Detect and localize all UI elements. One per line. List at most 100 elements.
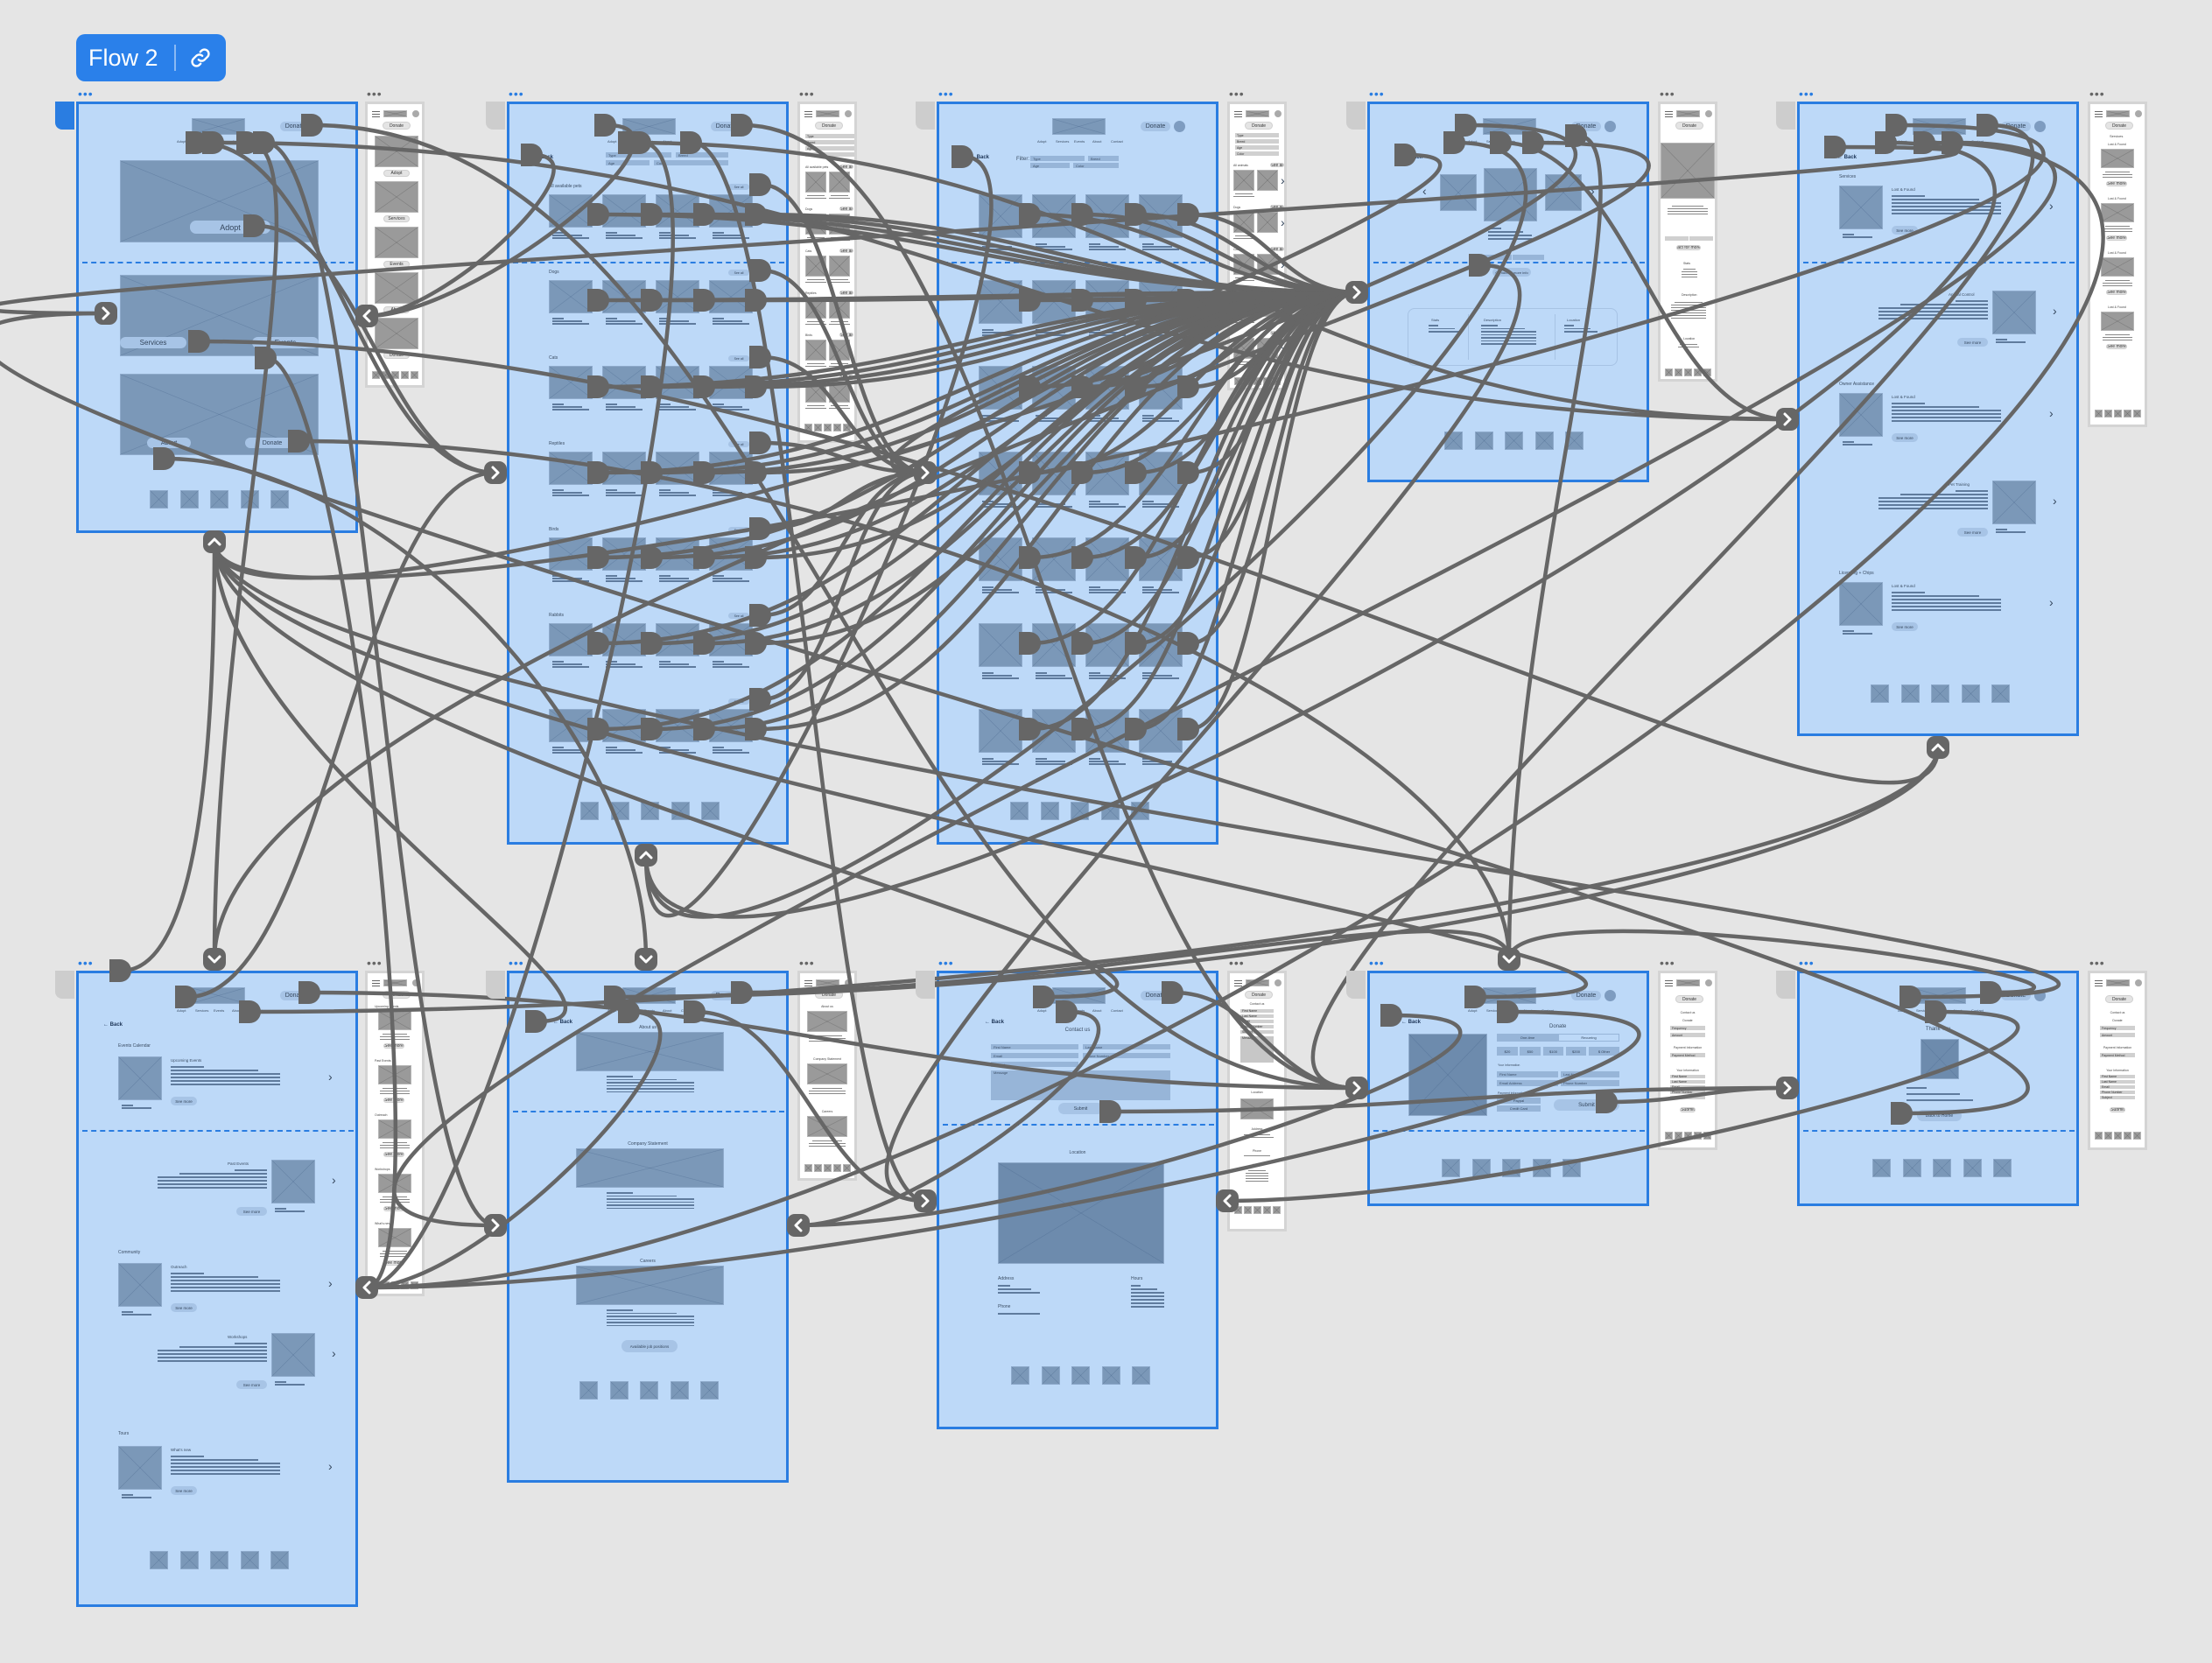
back-link[interactable]: ← Back [534, 155, 554, 160]
nav-link-4[interactable]: Contact [1541, 1008, 1554, 1013]
form-field[interactable]: Subject [991, 1062, 1078, 1067]
frame-options-icon[interactable]: ••• [1660, 87, 1675, 101]
select-frequency[interactable]: Frequency [2100, 1026, 2135, 1030]
connection-target-evT[interactable] [203, 948, 226, 971]
mobile-nav-button[interactable]: About [383, 306, 410, 313]
select-amount[interactable]: Amount [2100, 1033, 2135, 1037]
donate-button[interactable]: Donate [815, 122, 843, 130]
form-field[interactable]: First Name [1240, 1009, 1274, 1013]
see-all-button[interactable]: See all [1270, 247, 1284, 251]
see-all-button[interactable]: See all [1270, 163, 1284, 167]
amount-option[interactable]: $20 [1497, 1047, 1518, 1056]
connection-line[interactable] [186, 470, 496, 1000]
form-field[interactable]: Last Name [2100, 1080, 2135, 1084]
avatar[interactable] [1174, 121, 1185, 132]
frame-options-icon[interactable]: ••• [799, 87, 815, 101]
connection-target-petL[interactable] [1345, 281, 1368, 304]
donate-button[interactable]: Donate [1675, 995, 1703, 1003]
flow-start-tab[interactable] [1346, 102, 1366, 130]
frequency-recurring-tab[interactable]: Recurring [1558, 1034, 1619, 1042]
see-more-button[interactable]: See more [383, 1260, 404, 1266]
form-field[interactable]: Phone Number [1670, 1091, 1705, 1094]
nav-link-1[interactable]: Services [195, 1008, 209, 1013]
frame-options-icon[interactable]: ••• [1799, 87, 1815, 101]
connection-target-servL[interactable] [1776, 408, 1799, 431]
chevron-right-icon[interactable]: › [2053, 304, 2057, 318]
hamburger-menu-icon[interactable] [372, 111, 380, 117]
filter-field[interactable]: Color [1235, 151, 1279, 156]
nav-link-3[interactable]: About [1953, 1008, 1963, 1013]
see-all-button[interactable]: See all [728, 527, 749, 533]
donate-nav-button[interactable]: Donate [1571, 122, 1601, 131]
nav-link-4[interactable]: Contact [1111, 139, 1123, 144]
donate-button[interactable]: Donate [2105, 995, 2133, 1003]
frame-options-icon[interactable]: ••• [509, 956, 524, 970]
filter-field[interactable]: Color [805, 152, 854, 157]
form-field[interactable]: Subject [1670, 1096, 1705, 1099]
avatar[interactable] [845, 979, 852, 986]
submit-button[interactable]: Submit [1058, 1103, 1103, 1114]
see-all-button[interactable]: See all [839, 249, 853, 253]
nav-link-1[interactable]: Services [626, 1008, 640, 1013]
credit-card-option[interactable]: Credit Card [1497, 1105, 1541, 1112]
chevron-right-icon[interactable]: › [1281, 173, 1285, 187]
see-more-button[interactable]: See more [1957, 528, 1988, 537]
connection-line[interactable] [212, 541, 1588, 1000]
frame-options-icon[interactable]: ••• [799, 956, 815, 970]
adopt-button[interactable]: Adopt [190, 221, 270, 234]
nav-link-0[interactable]: Adopt [1037, 139, 1047, 144]
nav-link-4[interactable]: Contact [1111, 1008, 1123, 1013]
nav-link-2[interactable]: Events [1935, 1008, 1946, 1013]
nav-link-2[interactable]: Events [644, 1008, 656, 1013]
see-more-button[interactable]: See more [383, 1043, 404, 1049]
frame-options-icon[interactable]: ••• [1799, 956, 1815, 970]
avatar[interactable] [1605, 121, 1616, 132]
mobile-nav-button[interactable]: Donate [383, 352, 410, 359]
contact-for-more-info-button[interactable]: Contact for more info [1492, 268, 1531, 277]
filter-field[interactable]: Breed [1235, 139, 1279, 144]
select-amount[interactable]: Amount [1670, 1033, 1705, 1037]
see-more-button[interactable]: See more [171, 1486, 197, 1495]
nav-link-0[interactable]: Adopt [1468, 1008, 1478, 1013]
form-field[interactable]: Last Name [1240, 1014, 1274, 1018]
nav-link-1[interactable]: Services [1486, 1008, 1500, 1013]
avatar[interactable] [845, 110, 852, 117]
connection-target-coL[interactable] [914, 1189, 937, 1212]
donate-button[interactable]: Donate [383, 122, 411, 130]
submit-button[interactable]: Submit [1680, 1107, 1696, 1112]
connection-target-abL[interactable] [484, 1214, 507, 1237]
back-link[interactable]: ← Back [1401, 1020, 1422, 1025]
select-frequency[interactable]: Frequency [1670, 1026, 1705, 1030]
form-field[interactable]: First Name [2100, 1075, 2135, 1078]
donate-nav-button[interactable]: Donate [711, 991, 741, 1000]
nav-link-0[interactable]: Adopt [607, 1008, 617, 1013]
frame-options-icon[interactable]: ••• [1229, 956, 1245, 970]
chevron-right-icon[interactable]: › [1281, 341, 1285, 355]
amount-option[interactable]: $200 [1566, 1047, 1586, 1056]
frequency-one-time-tab[interactable]: One-time [1497, 1034, 1558, 1042]
nav-link-0[interactable]: Adopt [607, 139, 617, 144]
nav-link-3[interactable]: About [232, 1008, 242, 1013]
nav-link-0[interactable]: Adopt [1037, 1008, 1047, 1013]
back-link[interactable]: ← Back [1837, 155, 1857, 160]
avatar[interactable] [412, 979, 419, 986]
form-field[interactable]: Phone Number [2100, 1091, 2135, 1094]
donate-nav-button[interactable]: Donate [2001, 122, 2031, 131]
donate-nav-button[interactable]: Donate [280, 122, 310, 131]
form-field[interactable]: Phone Number [1083, 1053, 1170, 1058]
frame-options-icon[interactable]: ••• [938, 87, 954, 101]
services-button[interactable]: Services [120, 337, 186, 348]
nav-link-3[interactable]: About [232, 139, 242, 144]
see-all-button[interactable]: See all [839, 291, 853, 295]
nav-link-4[interactable]: Contact [681, 139, 693, 144]
see-all-button[interactable]: See all [839, 207, 853, 211]
